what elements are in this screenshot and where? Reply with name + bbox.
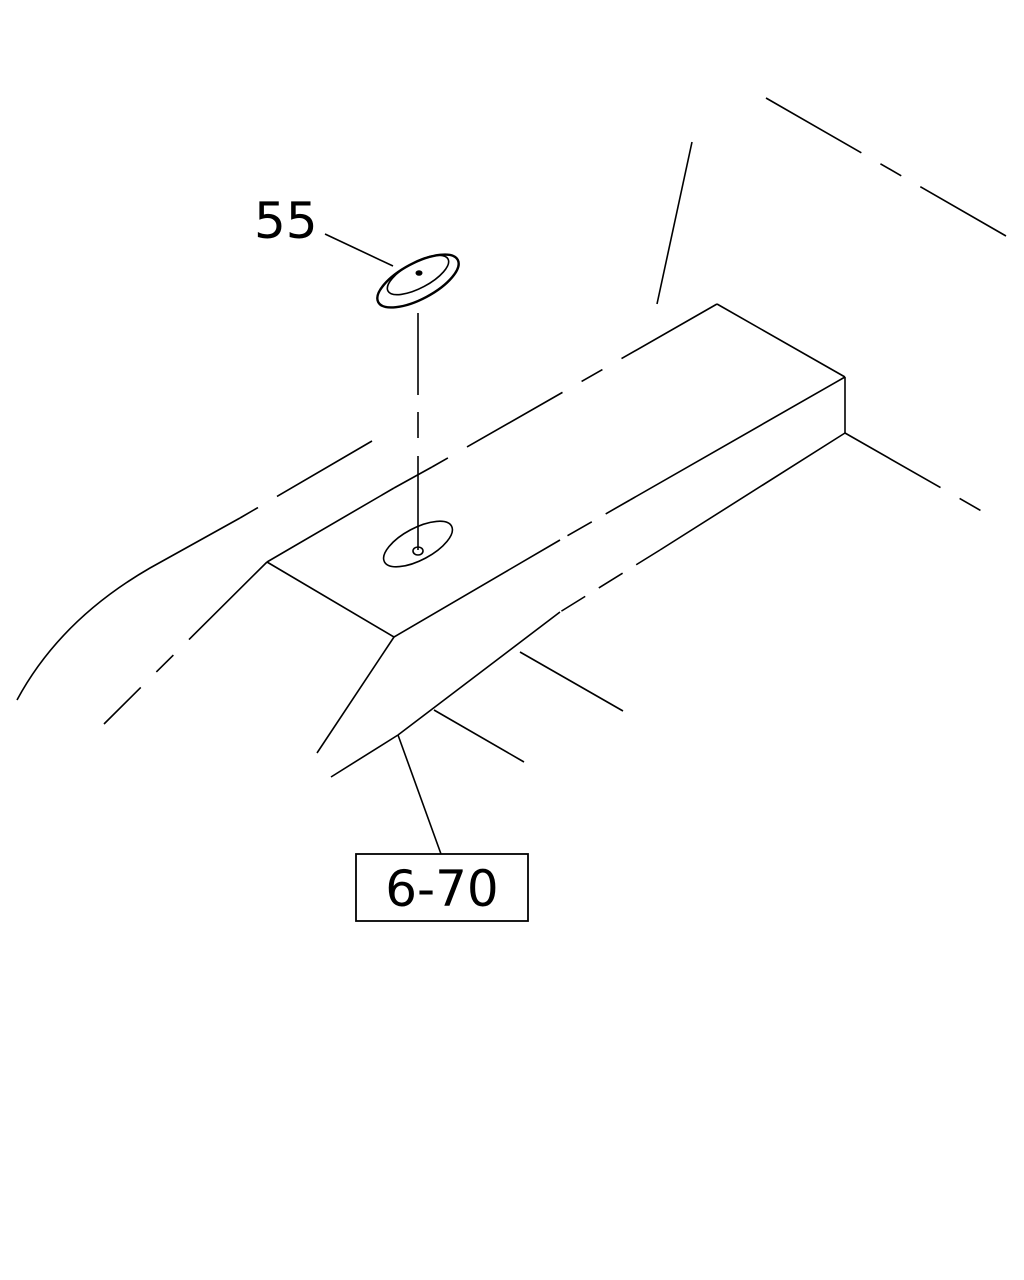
cross-member xyxy=(266,303,846,778)
beam-top-back-edge-left xyxy=(266,487,395,563)
beam-top-back-edge-end xyxy=(393,466,433,489)
plug-inner-rim xyxy=(386,254,450,296)
reference-box[interactable] xyxy=(355,853,529,922)
reference-label: 6-70 xyxy=(385,860,498,918)
part-number-label: 55 xyxy=(254,192,318,250)
rail-right-dash-line xyxy=(844,432,986,514)
mounting-hole-slot xyxy=(382,520,454,568)
side-rail xyxy=(16,440,373,725)
beam-top-front-edge-a xyxy=(629,376,846,501)
beam-lower-front-edge-dash xyxy=(559,549,661,613)
callout-55: 55 xyxy=(254,192,394,267)
beam-lower-front-edge-a xyxy=(659,432,846,551)
beam-left-top-edge xyxy=(266,561,395,638)
plug-grommet xyxy=(376,253,460,309)
beam-lower-front-edge-b xyxy=(397,611,561,736)
reference-leader xyxy=(397,734,442,855)
side-rail-curve xyxy=(16,517,241,701)
plug-center-dot xyxy=(415,270,423,276)
side-rail-lower-dash xyxy=(103,561,268,725)
beam-bottom-flange-line-b xyxy=(433,709,525,763)
side-rail-top-dash xyxy=(239,440,373,519)
beam-left-flange-edge xyxy=(316,636,395,754)
rail-vertical-line xyxy=(656,141,693,305)
beam-right-top-edge xyxy=(716,303,846,378)
rail-far-dash-line xyxy=(765,97,1007,237)
plug-outer-rim xyxy=(376,253,460,309)
frame-background-lines xyxy=(656,97,1007,514)
beam-top-front-edge-dash xyxy=(559,499,631,541)
beam-top-back-edge xyxy=(431,303,718,468)
beam-top-front-edge-b xyxy=(393,539,561,638)
beam-lower-front-edge-end xyxy=(330,734,399,778)
callout-55-leader xyxy=(324,233,394,267)
beam-bottom-flange-line-a xyxy=(519,651,624,712)
reference-callout[interactable]: 6-70 xyxy=(355,734,529,922)
